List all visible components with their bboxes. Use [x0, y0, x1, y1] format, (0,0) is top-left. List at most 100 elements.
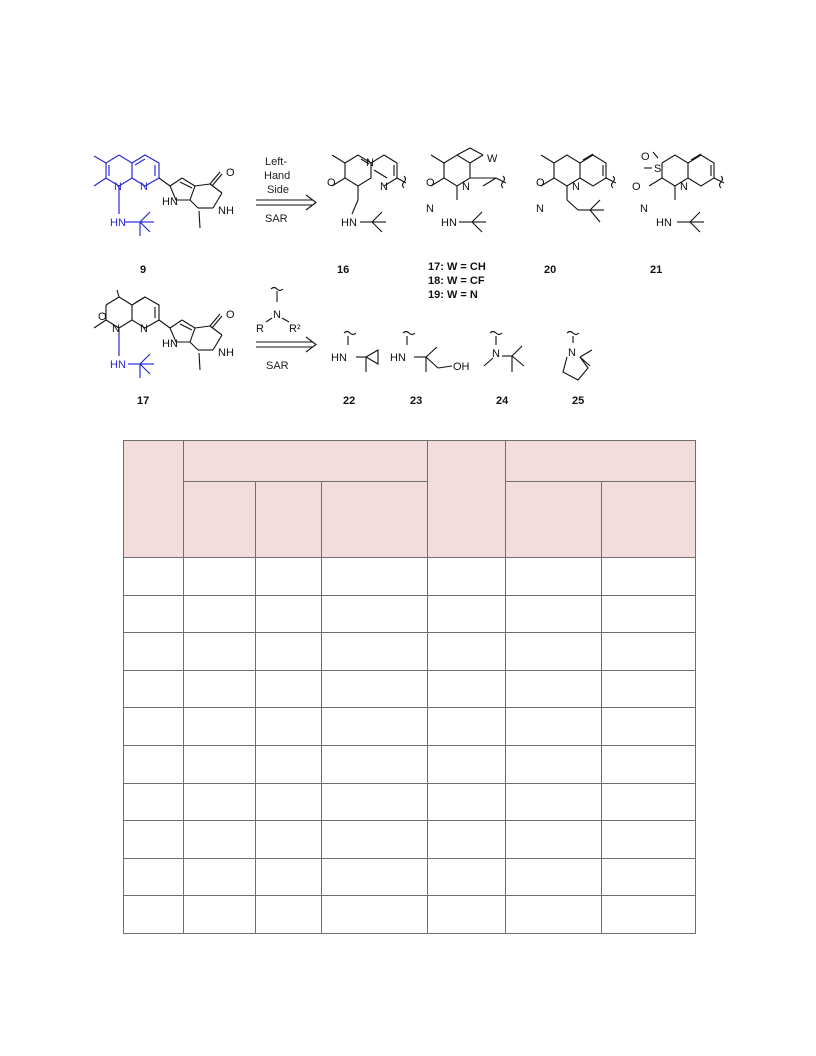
atom-label: O	[327, 177, 336, 189]
table-cell	[320, 782, 429, 822]
table-cell	[320, 744, 429, 784]
table-cell	[505, 557, 603, 596]
table-cell	[183, 632, 256, 671]
atom-label: N	[140, 323, 148, 335]
header-cell	[601, 481, 697, 558]
table-cell	[183, 820, 256, 859]
table-cell	[320, 669, 429, 709]
table-cell	[320, 632, 429, 671]
atom-label: N	[140, 181, 148, 193]
table-cell	[255, 669, 322, 709]
atom-label: HN	[341, 217, 357, 229]
atom-label: N	[366, 157, 374, 169]
sar-data-table	[123, 440, 697, 934]
arrow-sublabel: SAR	[265, 213, 288, 225]
amine-r: R	[256, 323, 264, 335]
table-cell	[427, 707, 507, 746]
arrow-label-line: Side	[267, 184, 289, 196]
atom-label: N	[492, 348, 500, 360]
atom-label: HN	[162, 338, 178, 350]
table-cell	[255, 820, 322, 859]
atom-label: N	[568, 347, 576, 359]
table-cell	[320, 594, 429, 634]
table-cell	[505, 594, 603, 634]
header-cell	[505, 481, 603, 558]
reaction-arrow-bottom: R N R² SAR	[256, 286, 317, 372]
arrow-sublabel: SAR	[266, 360, 289, 372]
atom-label: O	[536, 177, 545, 189]
table-cell	[505, 895, 603, 934]
table-cell	[505, 744, 603, 784]
amine-24-structure	[483, 330, 525, 372]
table-body	[123, 557, 697, 934]
atom-label: N	[680, 181, 688, 193]
amine-22-structure	[343, 330, 379, 372]
table-cell	[320, 557, 429, 596]
compound-17-structure: O N N HN O HN NH 17	[93, 289, 235, 407]
amine-23-structure	[402, 330, 453, 372]
table-cell	[427, 744, 507, 784]
table-cell	[183, 594, 256, 634]
table-cell	[123, 857, 184, 897]
table-cell	[255, 594, 322, 634]
table-cell	[601, 707, 697, 746]
amine-25-structure	[562, 330, 593, 381]
table-cell	[123, 669, 184, 709]
compound-label: 19: W = N	[428, 289, 478, 301]
atom-label: N	[536, 203, 544, 215]
table-cell	[601, 857, 697, 897]
atom-label: N	[380, 181, 388, 193]
header-cell	[320, 481, 429, 558]
atom-label: O	[98, 311, 107, 323]
atom-label: OH	[453, 361, 470, 373]
table-cell	[505, 857, 603, 897]
table-cell	[320, 895, 429, 934]
atom-label: W	[487, 153, 498, 165]
table-cell	[183, 744, 256, 784]
compound-17-19-structure	[430, 147, 507, 233]
atom-label: O	[426, 177, 435, 189]
arrow-label-line: Hand	[264, 170, 290, 182]
atom-label: NH	[218, 347, 234, 359]
table-cell	[183, 707, 256, 746]
table-cell	[601, 669, 697, 709]
table-cell	[183, 557, 256, 596]
compound-label: 18: W = CF	[428, 275, 485, 287]
compound-label: 17	[137, 395, 149, 407]
table-cell	[123, 707, 184, 746]
compound-16-structure	[331, 154, 407, 233]
compound-label: 25	[572, 395, 584, 407]
table-row	[123, 895, 697, 934]
table-cell	[123, 632, 184, 671]
table-row	[123, 632, 697, 671]
table-cell	[255, 782, 322, 822]
table-cell	[601, 557, 697, 596]
atom-label: N	[426, 203, 434, 215]
table-header	[123, 440, 697, 558]
table-cell	[255, 744, 322, 784]
amine-r2: R²	[289, 323, 301, 335]
table-cell	[427, 557, 507, 596]
table-row	[123, 857, 697, 897]
table-cell	[183, 895, 256, 934]
reaction-arrow-top: Left- Hand Side SAR	[256, 156, 317, 225]
table-cell	[255, 707, 322, 746]
arrow-label-line: Left-	[265, 156, 287, 168]
atom-label: S	[654, 163, 661, 175]
atom-label: HN	[110, 359, 126, 371]
table-cell	[427, 594, 507, 634]
compound-9-structure: N N HN O HN NH 9	[93, 154, 235, 276]
table-cell	[123, 820, 184, 859]
table-cell	[255, 895, 322, 934]
atom-label: O	[226, 167, 235, 179]
table-cell	[505, 782, 603, 822]
atom-label: N	[112, 323, 120, 335]
table-cell	[601, 782, 697, 822]
table-row	[123, 782, 697, 822]
table-cell	[320, 707, 429, 746]
header-cell	[183, 481, 256, 558]
table-cell	[505, 632, 603, 671]
compound-label: 9	[140, 264, 146, 276]
atom-label: NH	[218, 205, 234, 217]
atom-label: O	[641, 151, 650, 163]
